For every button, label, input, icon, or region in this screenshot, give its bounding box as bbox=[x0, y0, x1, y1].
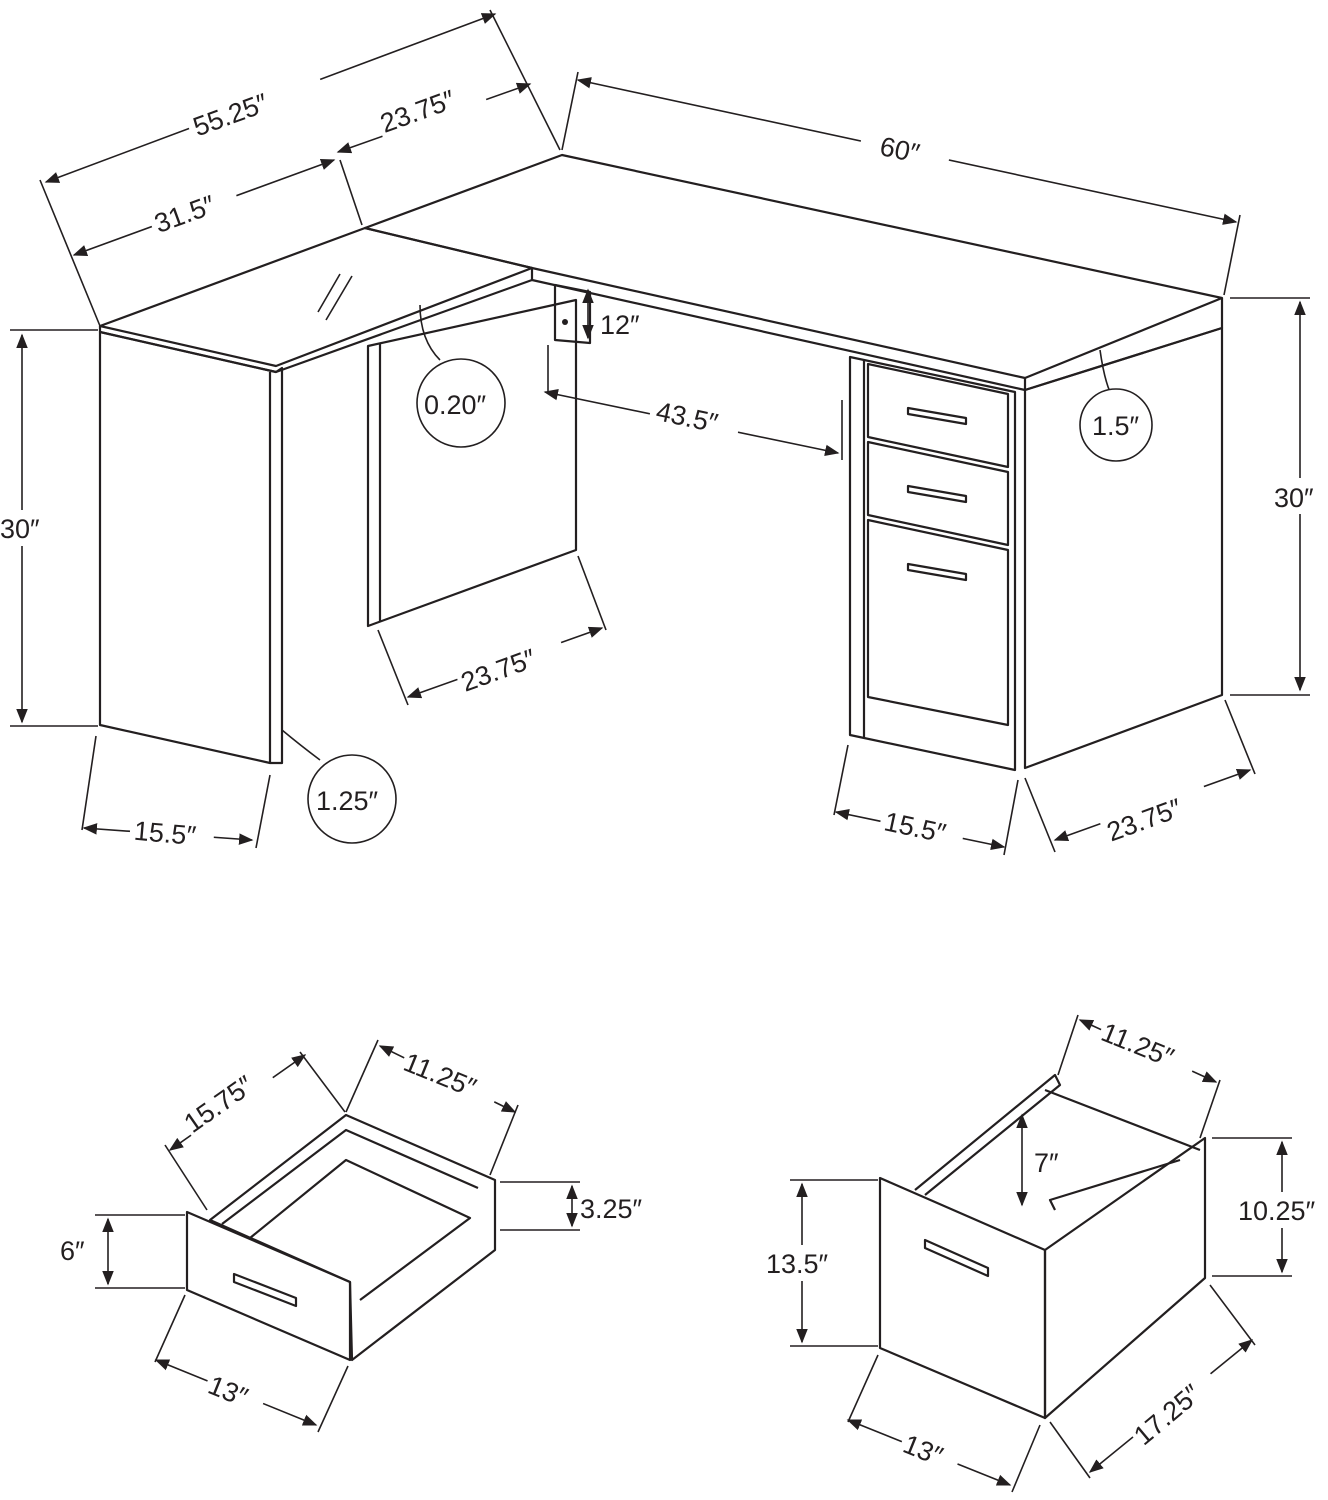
dim-top-thickness: 1.5″ bbox=[1092, 411, 1140, 441]
dim-left-leg-width: 15.5″ bbox=[133, 816, 198, 851]
top-front-edge bbox=[530, 268, 1027, 392]
dim-leg-thickness: 1.25″ bbox=[316, 786, 379, 816]
file-drawer-left-rail bbox=[914, 1073, 1062, 1196]
main-top bbox=[363, 153, 1224, 380]
drawer-handle bbox=[232, 1272, 298, 1308]
bolt-icon bbox=[562, 319, 568, 325]
drawer-2 bbox=[866, 440, 1010, 547]
dim-cabinet-width: 15.5″ bbox=[882, 806, 949, 848]
file-drawer-drawing: 11.25″ 7″ 10.25″ 13.5″ 13″ 17.25″ bbox=[764, 1012, 1328, 1493]
top-side-edge bbox=[1024, 298, 1224, 392]
file-drawer-handle bbox=[923, 1238, 990, 1278]
dim-glass-thickness: 0.20″ bbox=[424, 390, 487, 420]
drawer-back bbox=[208, 1113, 497, 1362]
file-drawer-side bbox=[1043, 1136, 1207, 1420]
modesty-panel bbox=[553, 283, 592, 345]
callout-circle bbox=[1079, 388, 1153, 462]
drawer-handle bbox=[906, 562, 968, 582]
left-glass-leg bbox=[98, 330, 284, 765]
dim-drawer-inner-height: 3.25″ bbox=[580, 1194, 643, 1224]
dim-file-inner-height: 7″ bbox=[1034, 1148, 1059, 1178]
desk-drawing: 55.25″ 23.75″ 60″ 31.5″ 12″ 0.20″ 43.5″ … bbox=[0, 9, 1328, 856]
file-drawer-bottom bbox=[1048, 1158, 1181, 1211]
cabinet-side bbox=[1023, 326, 1224, 770]
dim-file-front-height: 13.5″ bbox=[766, 1249, 829, 1279]
file-drawer-front bbox=[878, 1176, 1047, 1420]
glass-mark bbox=[325, 275, 353, 321]
dim-knee-width: 43.5″ bbox=[654, 396, 721, 438]
drawer-handle bbox=[906, 406, 968, 426]
glass-mark bbox=[317, 273, 341, 313]
drawer-1 bbox=[866, 362, 1010, 469]
drawer-handle bbox=[906, 484, 968, 504]
cabinet-front bbox=[848, 355, 1017, 772]
callout-circle bbox=[416, 358, 506, 448]
drawer-inner-edge bbox=[221, 1128, 479, 1225]
glass-top bbox=[98, 226, 534, 368]
dim-height-left: 30″ bbox=[0, 514, 40, 544]
drawer-front bbox=[185, 1210, 352, 1362]
dim-height-right: 30″ bbox=[1274, 483, 1314, 513]
file-drawer-bar bbox=[1044, 1088, 1201, 1152]
middle-glass-panel bbox=[366, 298, 578, 628]
callout-circle bbox=[307, 754, 397, 844]
small-drawer-drawing: 15.75″ 11.25″ 3.25″ 6″ 13″ bbox=[60, 1039, 643, 1433]
dim-drawer-front-height: 6″ bbox=[60, 1236, 85, 1266]
drawer-inner-bottom bbox=[249, 1158, 472, 1301]
dim-modesty-panel-height: 12″ bbox=[600, 310, 640, 340]
dim-file-side-height: 10.25″ bbox=[1238, 1196, 1316, 1226]
file-drawer bbox=[866, 518, 1010, 727]
